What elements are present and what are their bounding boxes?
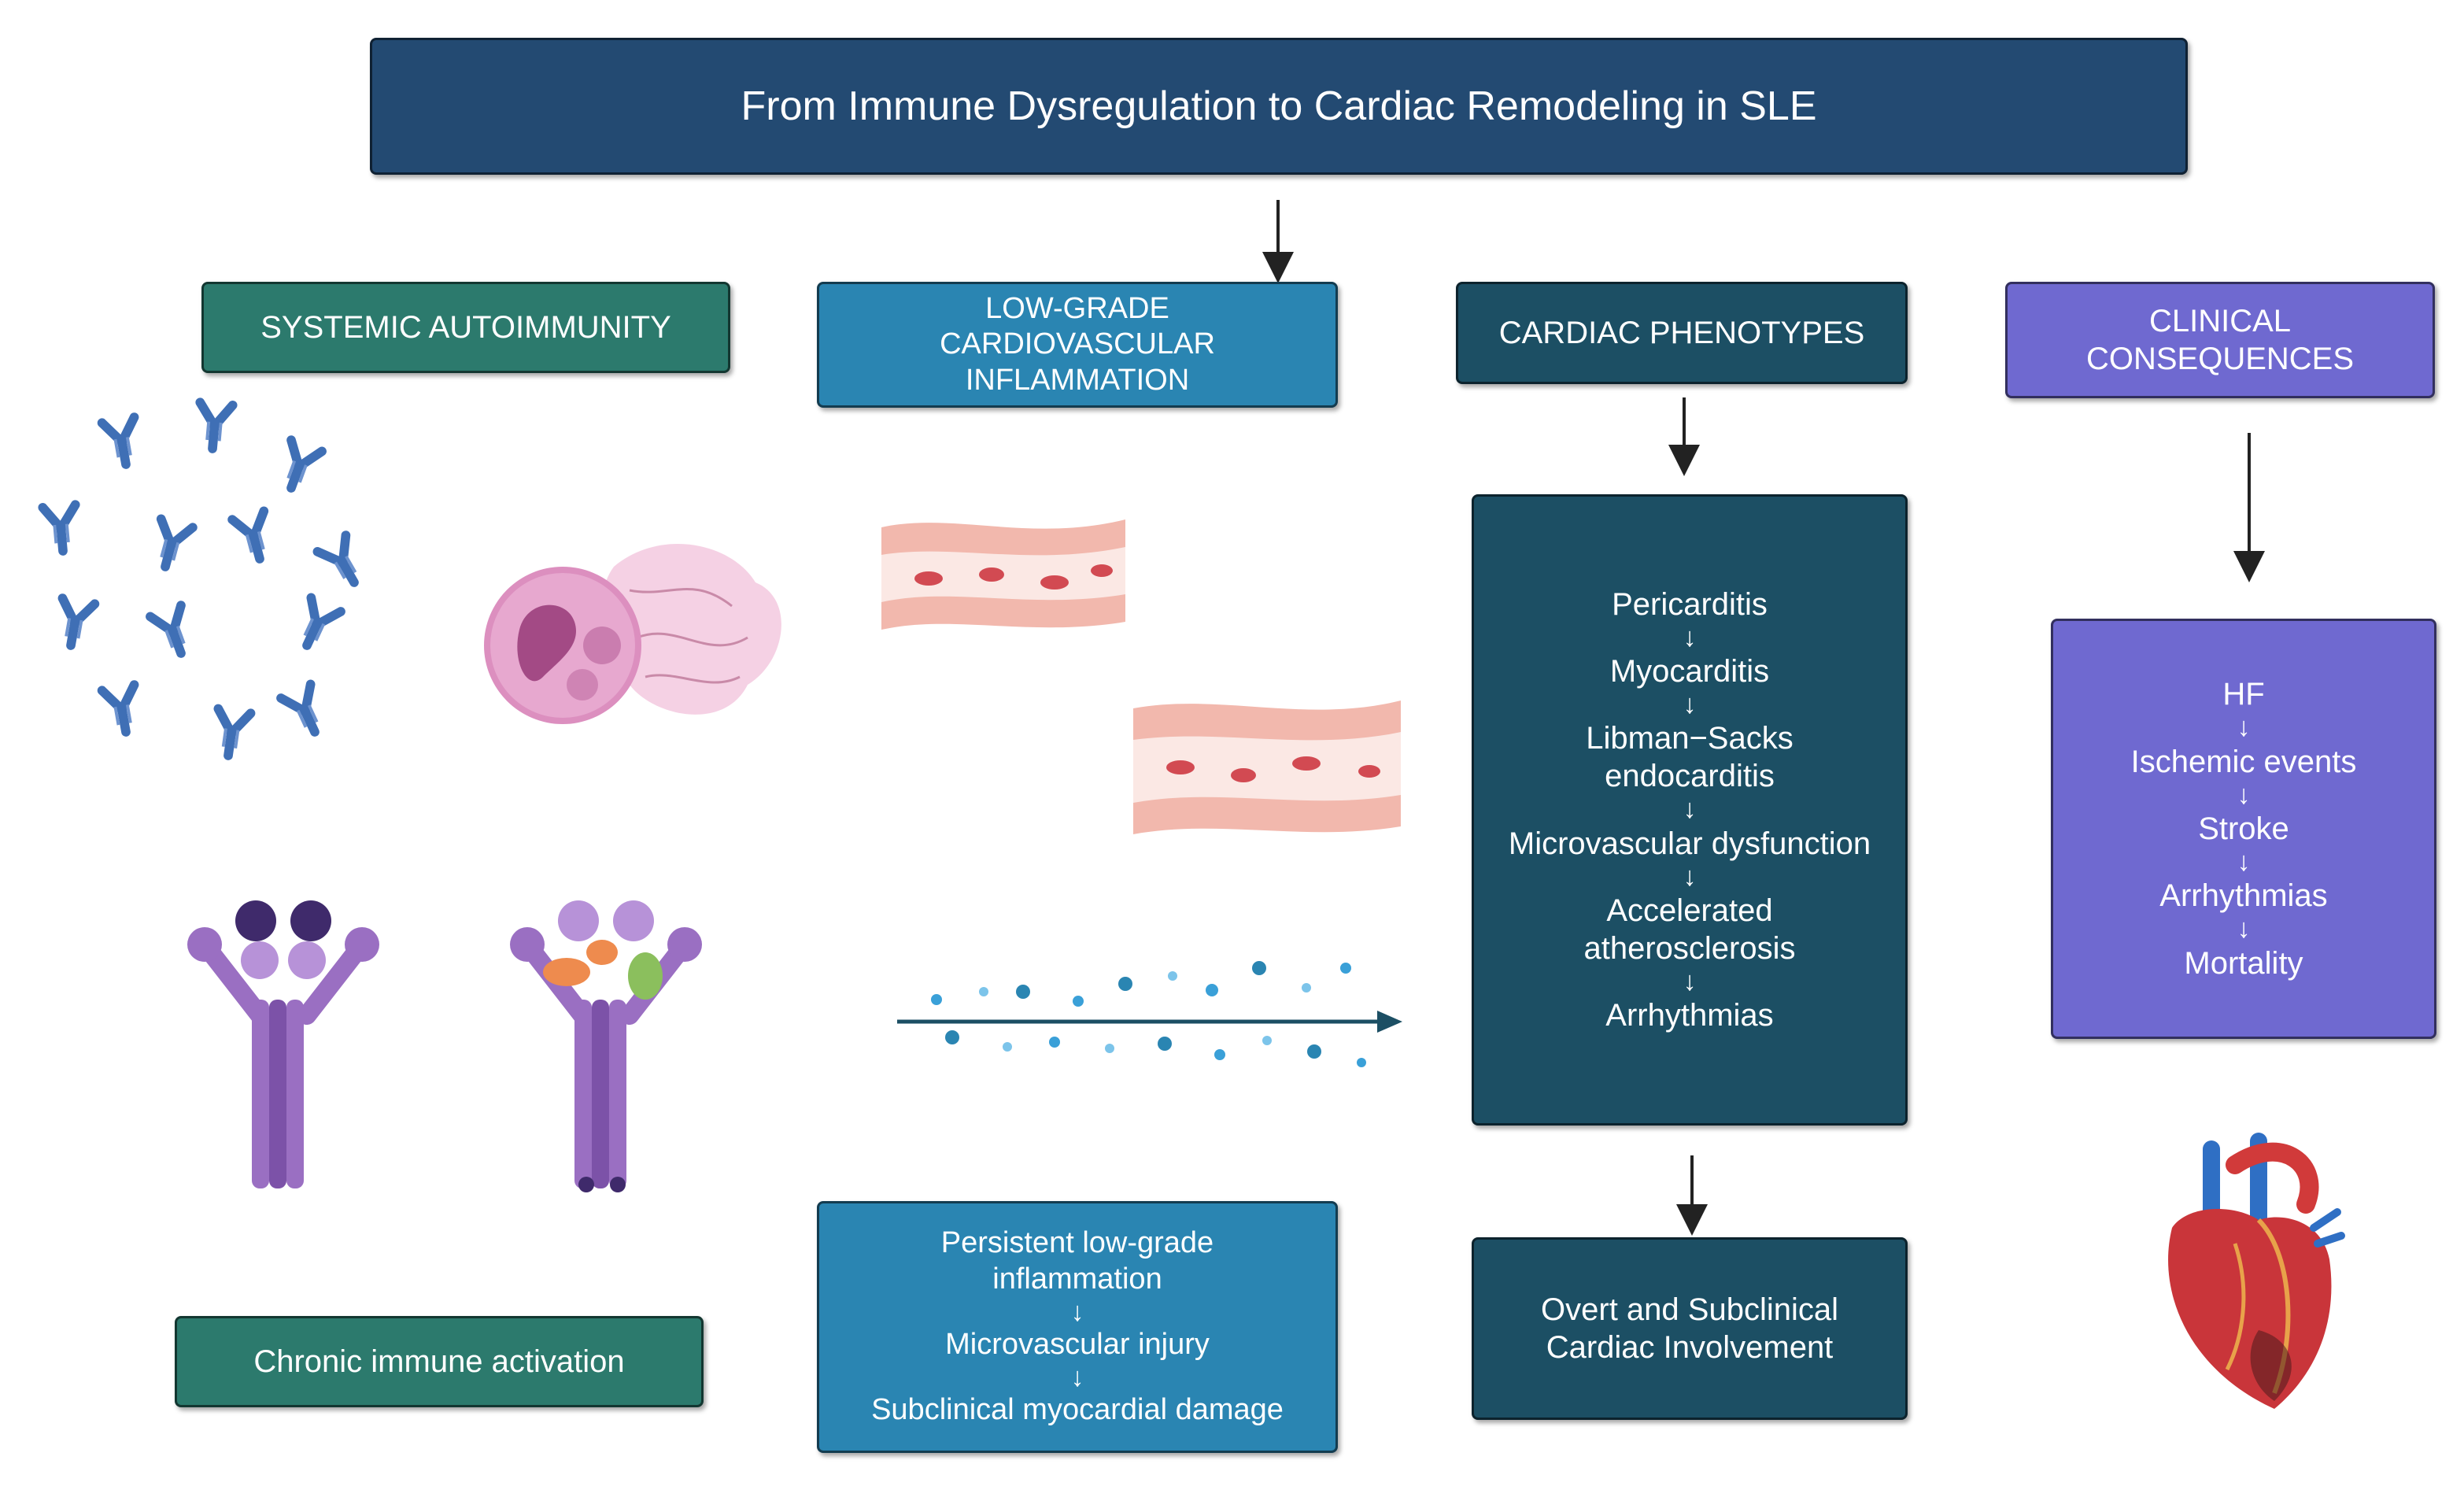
consequence-step: HF bbox=[2222, 677, 2265, 712]
consequence-step: Arrhythmias bbox=[2159, 878, 2328, 914]
phenotype-step: Arrhythmias bbox=[1605, 998, 1774, 1033]
autoimmunity-footer: Chronic immune activation bbox=[175, 1316, 704, 1407]
inflammation-header: LOW-GRADE CARDIOVASCULAR INFLAMMATION bbox=[817, 282, 1338, 408]
flow-arrow: ↓ bbox=[1683, 689, 1697, 719]
consequences-header-line: CONSEQUENCES bbox=[2085, 342, 2355, 376]
inflammation-steps-box: Persistent low-grade inflammation ↓ Micr… bbox=[817, 1201, 1338, 1453]
consequences-flow-box: HF ↓ Ischemic events ↓ Stroke ↓ Arrhythm… bbox=[2051, 619, 2436, 1039]
title-box: From Immune Dysregulation to Cardiac Rem… bbox=[370, 38, 2188, 175]
consequences-header-line: CLINICAL bbox=[2148, 304, 2292, 338]
autoimmunity-header: SYSTEMIC AUTOIMMUNITY bbox=[201, 282, 730, 373]
phenotypes-flow-box: Pericarditis ↓ Myocarditis ↓ Libman−Sack… bbox=[1472, 494, 1908, 1126]
flow-arrow: ↓ bbox=[2237, 914, 2251, 944]
consequence-step: Ischemic events bbox=[2130, 744, 2357, 779]
flow-arrow: ↓ bbox=[2237, 847, 2251, 877]
flow-arrow: ↓ bbox=[1683, 861, 1697, 892]
outcome-box: Overt and Subclinical Cardiac Involvemen… bbox=[1472, 1237, 1908, 1420]
flow-arrow: ↓ bbox=[1683, 622, 1697, 652]
consequences-header: CLINICAL CONSEQUENCES bbox=[2005, 282, 2435, 398]
phenotypes-header: CARDIAC PHENOTYPES bbox=[1456, 282, 1908, 384]
inflammation-step: Persistent low-grade inflammation bbox=[940, 1226, 1214, 1296]
page-title: From Immune Dysregulation to Cardiac Rem… bbox=[741, 83, 1817, 129]
phenotype-step: Myocarditis bbox=[1609, 653, 1770, 689]
inflammation-header-line: CARDIOVASCULAR bbox=[940, 327, 1215, 361]
phenotype-step: Microvascular dysfunction bbox=[1508, 826, 1871, 861]
cytokine-flow-icon bbox=[897, 961, 1402, 1067]
netosis-neutrophil-icon bbox=[484, 544, 781, 724]
heart-icon bbox=[2168, 1133, 2345, 1409]
antibody-cluster-icon bbox=[24, 401, 401, 787]
inflammation-header-line: INFLAMMATION bbox=[965, 363, 1190, 397]
inflammation-header-line: LOW-GRADE bbox=[985, 291, 1169, 325]
inflamed-vessel-icon bbox=[881, 519, 1401, 834]
flow-arrow: ↓ bbox=[2237, 712, 2251, 743]
flow-arrow: ↓ bbox=[1070, 1362, 1084, 1392]
consequence-step: Mortality bbox=[2184, 945, 2303, 981]
flow-arrow: ↓ bbox=[1683, 967, 1697, 997]
flow-arrow: ↓ bbox=[1070, 1296, 1084, 1327]
flow-arrow: ↓ bbox=[1683, 794, 1697, 825]
inflammation-step: Subclinical myocardial damage bbox=[871, 1392, 1284, 1426]
phenotype-step: Libman−Sacks endocarditis bbox=[1586, 721, 1794, 794]
flow-arrow: ↓ bbox=[2237, 779, 2251, 810]
antibody-receptor-icon bbox=[187, 900, 379, 1188]
immune-complex-receptor-icon bbox=[510, 900, 702, 1192]
consequence-step: Stroke bbox=[2198, 811, 2289, 846]
phenotype-step: Pericarditis bbox=[1612, 586, 1768, 622]
inflammation-step: Microvascular injury bbox=[945, 1328, 1210, 1361]
phenotype-step: Accelerated atherosclerosis bbox=[1583, 893, 1796, 967]
